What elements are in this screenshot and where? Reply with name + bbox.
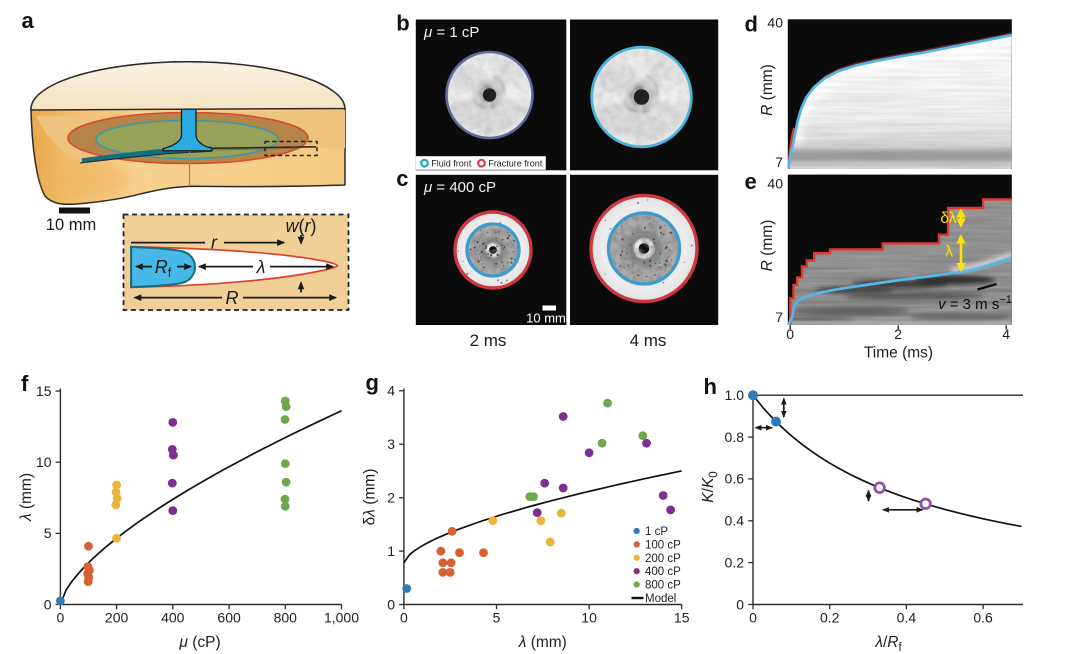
svg-text:λ: λ [256,257,266,277]
svg-text:15: 15 [36,383,52,399]
svg-text:K/K0: K/K0 [700,471,720,502]
svg-text:μ = 1 cP: μ = 1 cP [423,24,479,41]
svg-text:R: R [226,288,239,308]
svg-text:15: 15 [674,610,690,626]
svg-text:r: r [211,233,218,253]
svg-text:200: 200 [105,610,129,626]
svg-text:10 mm: 10 mm [526,311,566,326]
svg-text:λ (mm): λ (mm) [18,473,35,522]
svg-text:0.4: 0.4 [725,513,745,529]
svg-text:1.0: 1.0 [725,387,745,403]
svg-text:μ = 400 cP: μ = 400 cP [423,179,496,196]
svg-text:800: 800 [274,610,298,626]
svg-text:1: 1 [387,543,395,559]
svg-text:Model: Model [645,593,676,605]
svg-text:2 ms: 2 ms [470,331,507,350]
svg-text:w(r): w(r) [286,216,317,236]
svg-text:100 cP: 100 cP [645,539,681,551]
svg-text:1 cP: 1 cP [645,526,668,538]
svg-text:c: c [396,166,408,191]
svg-text:10: 10 [581,610,597,626]
svg-text:3: 3 [387,436,395,452]
svg-text:4: 4 [1002,326,1010,342]
svg-text:600: 600 [217,610,241,626]
svg-text:h: h [704,374,717,399]
svg-text:2: 2 [387,490,395,506]
svg-text:0: 0 [749,610,757,626]
svg-text:Rf: Rf [155,257,172,280]
svg-text:R (mm): R (mm) [759,64,776,116]
svg-text:λ/Rf: λ/Rf [874,634,902,654]
svg-text:δλ (mm): δλ (mm) [362,469,379,526]
svg-text:Time (ms): Time (ms) [864,345,933,362]
svg-text:7: 7 [775,154,783,170]
svg-text:a: a [22,8,35,33]
svg-text:7: 7 [775,309,783,325]
svg-text:0.4: 0.4 [897,610,917,626]
svg-text:800 cP: 800 cP [645,580,681,592]
svg-text:0: 0 [736,596,744,612]
svg-text:0.8: 0.8 [725,429,745,445]
svg-text:200 cP: 200 cP [645,553,681,565]
svg-text:0.2: 0.2 [820,610,840,626]
svg-text:0: 0 [57,610,65,626]
svg-text:0.2: 0.2 [725,554,745,570]
svg-text:40: 40 [767,176,783,192]
svg-text:10 mm: 10 mm [46,216,96,234]
svg-text:d: d [745,12,758,37]
svg-text:δλ: δλ [940,210,956,227]
svg-text:4: 4 [387,383,395,399]
svg-text:0: 0 [387,596,395,612]
svg-text:0: 0 [400,610,408,626]
svg-text:400 cP: 400 cP [645,566,681,578]
svg-text:5: 5 [44,525,52,541]
svg-text:λ: λ [945,244,953,261]
svg-text:4 ms: 4 ms [630,331,667,350]
svg-text:R (mm): R (mm) [759,220,776,272]
svg-text:μ (cP): μ (cP) [178,634,220,651]
svg-text:400: 400 [161,610,185,626]
svg-text:Fluid front: Fluid front [431,158,472,168]
svg-text:1,000: 1,000 [324,610,359,626]
svg-text:Fracture front: Fracture front [488,158,543,168]
svg-text:0.6: 0.6 [973,610,993,626]
svg-text:g: g [366,370,379,395]
svg-text:b: b [396,10,409,35]
svg-text:10: 10 [36,454,52,470]
svg-text:2: 2 [894,326,902,342]
svg-text:0: 0 [44,596,52,612]
svg-text:0.6: 0.6 [725,471,745,487]
svg-text:λ (mm): λ (mm) [518,634,567,651]
svg-text:0: 0 [786,326,794,342]
svg-text:v = 3 m s−1: v = 3 m s−1 [938,294,1012,313]
svg-text:5: 5 [493,610,501,626]
svg-text:e: e [745,169,757,194]
svg-text:f: f [21,371,29,396]
svg-text:40: 40 [767,15,783,31]
